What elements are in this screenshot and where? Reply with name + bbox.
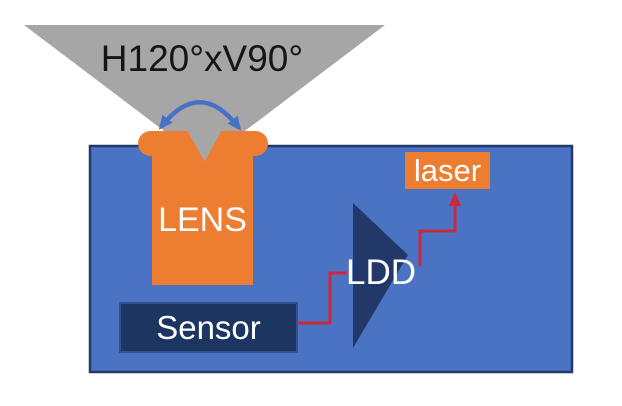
- wire-sensor-to-ldd: [297, 271, 347, 325]
- wire-ldd-to-laser: [418, 192, 462, 266]
- scan-arc-arrow: [158, 100, 242, 131]
- ldd-triangle: [353, 203, 408, 348]
- sensor-label: Sensor: [156, 309, 261, 346]
- laser-box: [405, 152, 490, 189]
- ldd-label: LDD: [345, 252, 417, 292]
- fov-label: H120°xV90°: [100, 37, 304, 79]
- laser-label: laser: [413, 153, 482, 188]
- lens-label: LENS: [158, 201, 247, 239]
- lens-notch: [187, 130, 222, 162]
- fov-cone: [24, 25, 385, 162]
- sensor-box: [119, 302, 298, 353]
